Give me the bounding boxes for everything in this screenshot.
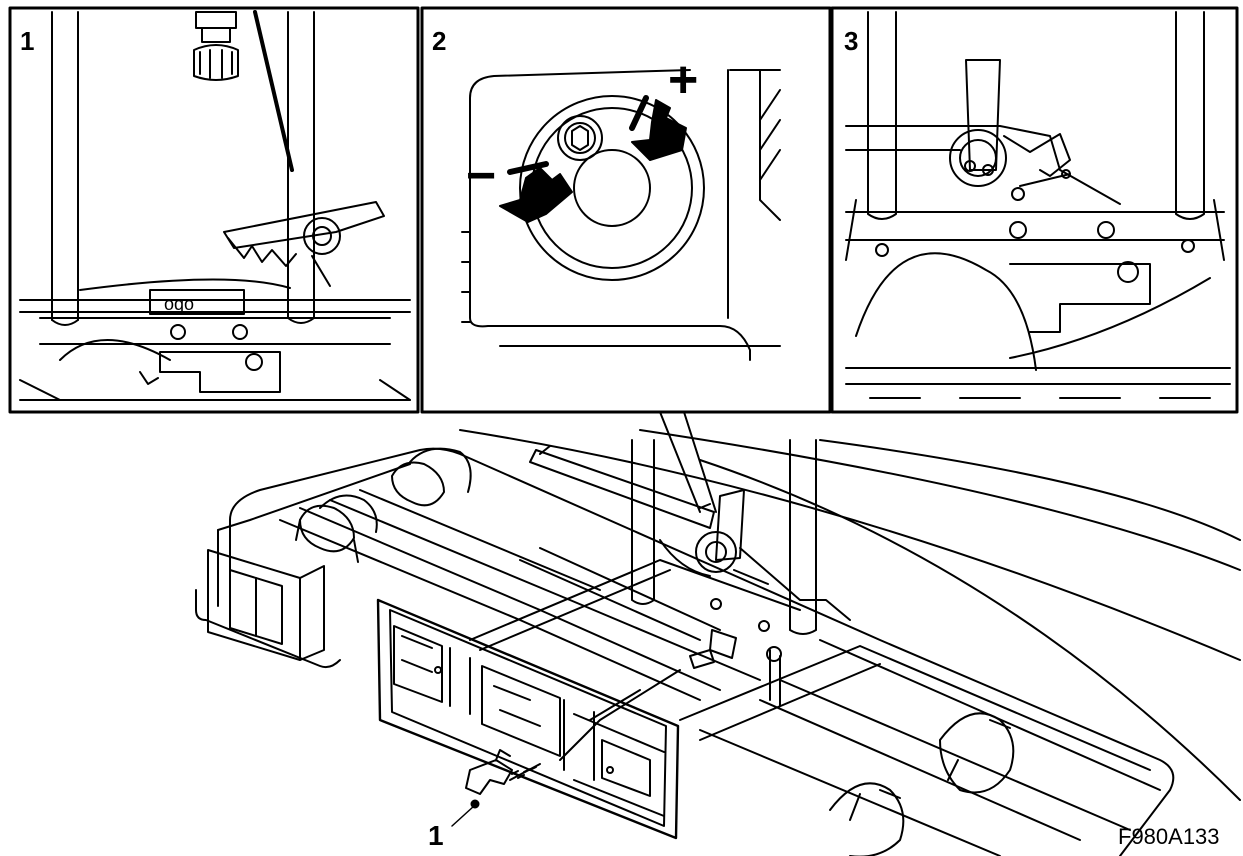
panel-2-illustration <box>420 6 832 414</box>
minus-direction-arrow <box>499 161 573 223</box>
panel-3-illustration <box>830 6 1239 414</box>
panel-2-label: 2 <box>432 26 447 56</box>
plus-direction-arrow <box>629 95 687 161</box>
minus-sign: − <box>466 147 497 205</box>
panel-3-label: 3 <box>844 26 859 56</box>
panel-1-label: 1 <box>20 26 35 56</box>
panel-1-illustration: oqo <box>8 6 420 414</box>
svg-text:oqo: oqo <box>164 294 194 314</box>
figure-code: F980A133 <box>1118 824 1220 849</box>
plus-sign: + <box>668 51 699 109</box>
callout-leader-line <box>451 799 480 827</box>
callout-label: 1 <box>428 820 444 851</box>
bike-carrier-main-view <box>195 411 1241 856</box>
